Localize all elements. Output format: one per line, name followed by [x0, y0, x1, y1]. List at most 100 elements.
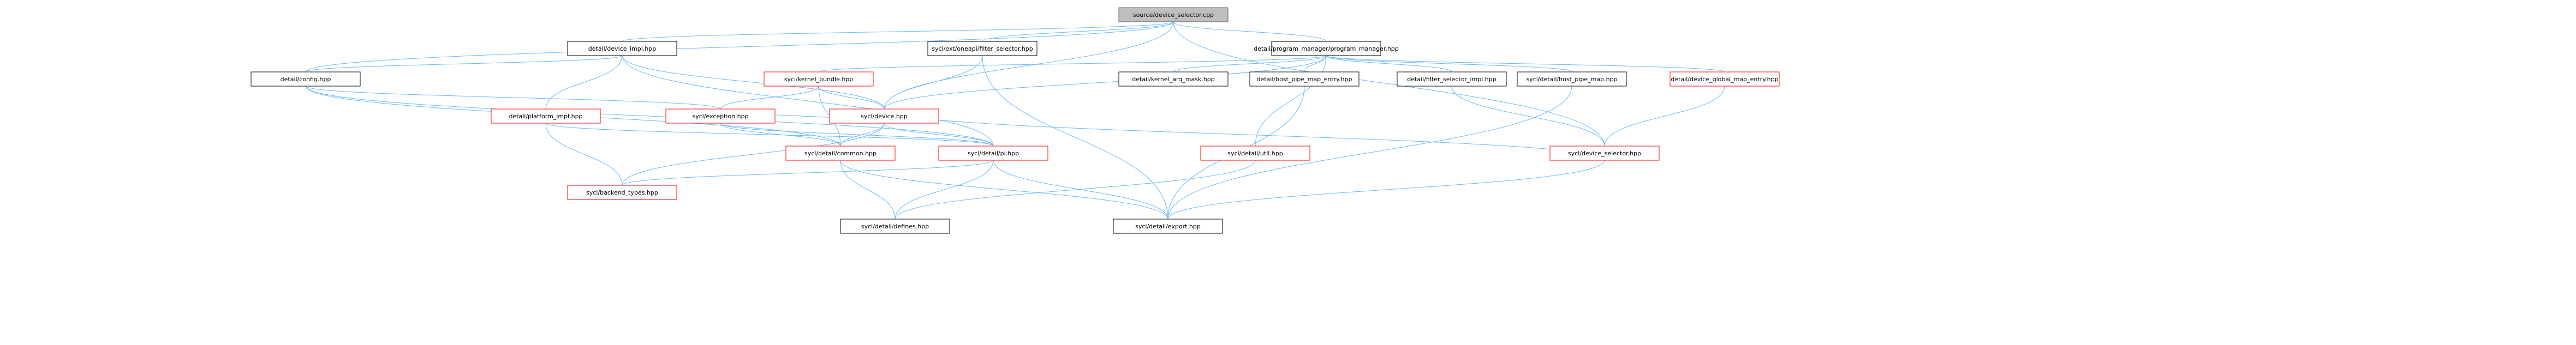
node-n16[interactable]: sycl/detail/util.hpp: [1200, 146, 1310, 161]
node-box: [1249, 71, 1359, 87]
node-label: detail/kernel_arg_mask.hpp: [1132, 76, 1215, 83]
node-label: sycl/detail/common.hpp: [804, 150, 876, 157]
node-label: sycl/detail/util.hpp: [1227, 150, 1283, 157]
node-label: sycl/exception.hpp: [692, 113, 748, 120]
node-box: [665, 108, 776, 124]
edge-root-n9: [982, 21, 1174, 42]
node-label: detail/device_global_map_entry.hpp: [1671, 76, 1778, 83]
graph-nodes: source/device_selector.cpp detail/device_…: [251, 7, 1780, 234]
node-box: [1113, 219, 1223, 234]
node-n19[interactable]: sycl/detail/export.hpp: [1113, 219, 1223, 234]
node-box: [1549, 146, 1660, 161]
edge-n15-n19: [993, 160, 1168, 220]
edge-n2-n12: [305, 86, 721, 110]
node-box: [567, 185, 677, 200]
edge-n3-n4: [1173, 55, 1327, 72]
edge-n10-n12: [720, 86, 819, 110]
node-label: detail/program_manager/program_manager.h…: [1254, 45, 1399, 52]
edge-root-n3: [1173, 21, 1327, 42]
node-box: [567, 41, 677, 56]
node-n12[interactable]: sycl/exception.hpp: [665, 108, 776, 124]
node-box: [764, 71, 874, 87]
node-n9[interactable]: sycl/ext/oneapi/filter_selector.hpp: [927, 41, 1037, 56]
node-label: sycl/backend_types.hpp: [586, 189, 658, 196]
node-box: [785, 146, 896, 161]
node-n8[interactable]: detail/device_global_map_entry.hpp: [1669, 71, 1780, 87]
edge-n15-n20: [622, 160, 994, 186]
node-n13[interactable]: detail/platform_impl.hpp: [491, 108, 601, 124]
edge-n2-n15: [305, 86, 994, 147]
edge-n3-n7: [1326, 55, 1572, 72]
edge-n3-n10: [818, 55, 1327, 72]
node-box: [1118, 7, 1229, 22]
edge-n1-n15: [622, 55, 994, 147]
edge-n1-n13: [545, 55, 623, 110]
node-label: detail/config.hpp: [281, 76, 331, 83]
edge-n17-n19: [1167, 160, 1605, 220]
node-box: [491, 108, 601, 124]
node-label: sycl/detail/host_pipe_map.hpp: [1526, 76, 1617, 83]
node-box: [1200, 146, 1310, 161]
node-n2[interactable]: detail/config.hpp: [251, 71, 361, 87]
node-root[interactable]: source/device_selector.cpp: [1118, 7, 1229, 22]
node-box: [1271, 41, 1381, 56]
edge-n1-n2: [305, 55, 623, 72]
node-n14[interactable]: sycl/detail/common.hpp: [785, 146, 896, 161]
edge-n12-n14: [720, 123, 841, 147]
node-n4[interactable]: detail/kernel_arg_mask.hpp: [1118, 71, 1229, 87]
edge-root-n2: [305, 21, 1174, 72]
edge-n3-n6: [1326, 55, 1452, 72]
edge-n8-n17: [1604, 86, 1725, 147]
edge-n1-n11: [622, 55, 885, 110]
edge-n3-n8: [1326, 55, 1725, 72]
node-box: [1517, 71, 1627, 87]
node-label: sycl/ext/oneapi/filter_selector.hpp: [932, 45, 1033, 52]
edge-n9-n19: [982, 55, 1168, 220]
node-n1[interactable]: detail/device_impl.hpp: [567, 41, 677, 56]
node-box: [840, 219, 950, 234]
edge-n10-n11: [818, 86, 885, 110]
node-n17[interactable]: sycl/device_selector.hpp: [1549, 146, 1660, 161]
edge-n16-n18: [895, 160, 1256, 220]
node-label: detail/host_pipe_map_entry.hpp: [1256, 76, 1352, 83]
edge-n3-n11: [884, 55, 1327, 110]
node-box: [927, 41, 1037, 56]
edge-n7-n19: [1167, 86, 1572, 220]
node-box: [829, 108, 939, 124]
node-n10[interactable]: sycl/kernel_bundle.hpp: [764, 71, 874, 87]
node-n20[interactable]: sycl/backend_types.hpp: [567, 185, 677, 200]
node-n11[interactable]: sycl/device.hpp: [829, 108, 939, 124]
edge-root-n17: [1173, 21, 1605, 147]
node-label: detail/device_impl.hpp: [588, 45, 657, 52]
node-n6[interactable]: detail/filter_selector_impl.hpp: [1397, 71, 1507, 87]
node-label: detail/filter_selector_impl.hpp: [1407, 76, 1496, 83]
node-label: detail/platform_impl.hpp: [509, 113, 582, 120]
node-label: sycl/detail/pi.hpp: [968, 150, 1019, 157]
node-box: [1397, 71, 1507, 87]
edge-n12-n15: [720, 123, 994, 147]
node-n15[interactable]: sycl/detail/pi.hpp: [938, 146, 1048, 161]
node-label: sycl/kernel_bundle.hpp: [784, 76, 854, 83]
edge-n3-n16: [1255, 55, 1327, 147]
node-box: [251, 71, 361, 87]
node-box: [1118, 71, 1229, 87]
edge-n11-n15: [884, 123, 994, 147]
node-n7[interactable]: sycl/detail/host_pipe_map.hpp: [1517, 71, 1627, 87]
edge-n14-n19: [840, 160, 1168, 220]
edge-n14-n18: [840, 160, 896, 220]
edge-n13-n15: [545, 123, 994, 147]
node-box: [1669, 71, 1780, 87]
node-label: sycl/detail/export.hpp: [1135, 223, 1201, 230]
node-n18[interactable]: sycl/detail/defines.hpp: [840, 219, 950, 234]
edge-n11-n20: [622, 123, 885, 186]
edge-n13-n20: [545, 123, 623, 186]
node-n5[interactable]: detail/host_pipe_map_entry.hpp: [1249, 71, 1359, 87]
node-label: source/device_selector.cpp: [1133, 11, 1214, 19]
edge-root-n1: [622, 21, 1174, 42]
node-label: sycl/detail/defines.hpp: [861, 223, 929, 230]
edge-n15-n18: [895, 160, 994, 220]
node-n3[interactable]: detail/program_manager/program_manager.h…: [1254, 41, 1399, 56]
edge-n6-n17: [1451, 86, 1605, 147]
node-label: sycl/device_selector.hpp: [1568, 150, 1641, 157]
